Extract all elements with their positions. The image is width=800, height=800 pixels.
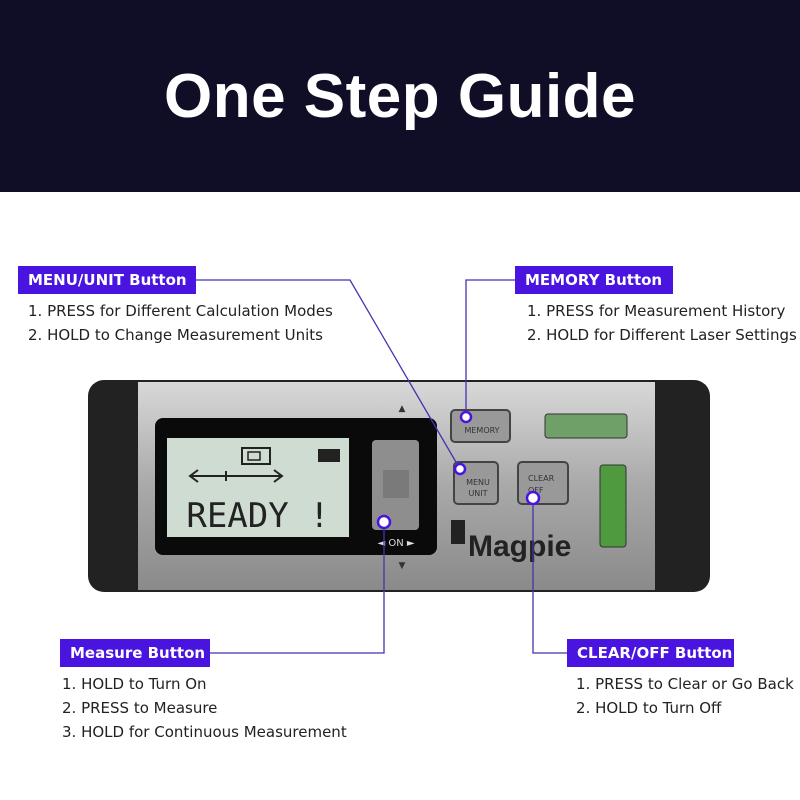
vertical-level-vial	[599, 464, 627, 548]
svg-text:▲: ▲	[399, 404, 406, 414]
instruction: 2. PRESS to Measure	[62, 699, 218, 717]
instruction: 3. HOLD for Continuous Measurement	[62, 723, 347, 741]
menu-unit-instructions: 1. PRESS for Different Calculation Modes…	[28, 299, 333, 347]
memory-instructions: 1. PRESS for Measurement History 2. HOLD…	[527, 299, 797, 347]
svg-text:MEMORY: MEMORY	[464, 426, 499, 435]
clear-off-instructions: 1. PRESS to Clear or Go Back 2. HOLD to …	[576, 672, 794, 720]
display-text: READY !	[186, 496, 329, 536]
horizontal-level-vial	[544, 413, 628, 439]
measure-label: Measure Button	[60, 639, 210, 667]
svg-text:▼: ▼	[399, 561, 406, 571]
measure-instructions: 1. HOLD to Turn On 2. PRESS to Measure 3…	[62, 672, 347, 744]
svg-text:UNIT: UNIT	[468, 489, 487, 498]
svg-text:CLEAR: CLEAR	[528, 474, 555, 483]
page-title: One Step Guide	[163, 61, 637, 131]
memory-label: MEMORY Button	[515, 266, 673, 294]
instruction: 1. HOLD to Turn On	[62, 675, 207, 693]
battery-icon	[318, 449, 340, 462]
callout-dots	[376, 410, 541, 530]
instruction: 2. HOLD to Turn Off	[576, 699, 722, 717]
svg-text:MENU: MENU	[466, 478, 490, 487]
callout-lines	[196, 279, 567, 654]
menu-unit-label: MENU/UNIT Button	[18, 266, 196, 294]
instruction: 1. PRESS to Clear or Go Back	[576, 675, 794, 693]
instruction: 1. PRESS for Different Calculation Modes	[28, 302, 333, 320]
brand-logo-icon	[451, 520, 465, 544]
svg-text:OFF: OFF	[528, 486, 544, 495]
clear-off-key[interactable]	[517, 461, 569, 505]
mode-icon	[241, 447, 271, 465]
instruction: 2. HOLD to Change Measurement Units	[28, 326, 323, 344]
on-label: ◄ ON ►	[377, 538, 414, 549]
instruction: 1. PRESS for Measurement History	[527, 302, 786, 320]
instruction: 2. HOLD for Different Laser Settings	[527, 326, 797, 344]
header-banner: One Step Guide	[0, 0, 800, 192]
brand-name: Magpie	[468, 530, 571, 563]
clear-off-label: CLEAR/OFF Button	[567, 639, 734, 667]
